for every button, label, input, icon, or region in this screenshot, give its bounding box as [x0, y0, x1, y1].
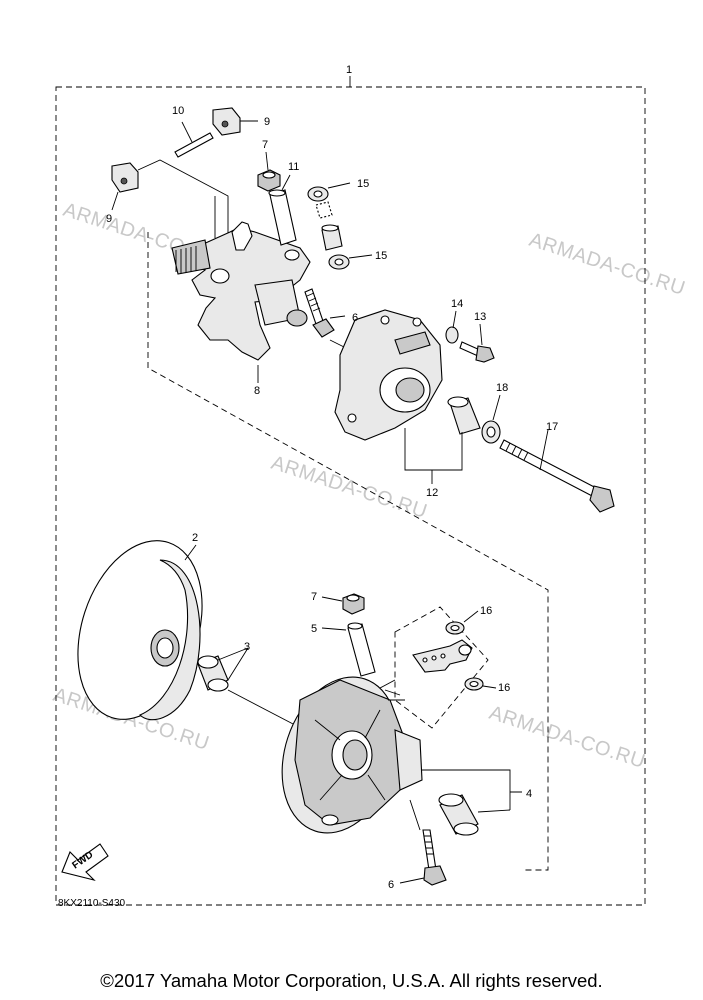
callout-18: 18	[496, 382, 508, 394]
callout-4: 4	[526, 788, 532, 800]
callout-6-upper: 6	[352, 312, 358, 324]
callout-16-upper: 16	[480, 605, 492, 617]
callout-17: 17	[546, 421, 558, 433]
part-movable-sheave	[281, 676, 522, 834]
callout-13: 13	[474, 311, 486, 323]
part-pin	[174, 121, 214, 158]
callout-14: 14	[451, 298, 463, 310]
part-bushing-3	[197, 647, 296, 726]
primary-group-boundary	[147, 232, 549, 871]
fwd-arrow-icon: FWD	[61, 843, 109, 882]
part-washer-18	[481, 394, 501, 444]
callout-8: 8	[254, 385, 260, 397]
part-washer-16-bottom	[464, 677, 497, 691]
part-bushing-4	[438, 793, 511, 836]
callout-11: 11	[288, 161, 299, 173]
callout-9-upper: 9	[264, 116, 270, 128]
part-collar-lower	[321, 622, 376, 677]
part-nut-upper	[257, 151, 281, 192]
part-fixed-sheave	[77, 540, 203, 721]
callout-7-lower: 7	[311, 591, 317, 603]
part-washer-16-top	[445, 610, 479, 635]
callout-7-upper: 7	[262, 139, 268, 151]
part-pad-lower	[111, 162, 139, 211]
part-washer-15-bottom	[328, 254, 373, 270]
callout-3: 3	[244, 641, 250, 653]
part-bushings	[315, 201, 343, 251]
callout-1: 1	[346, 64, 352, 76]
callout-12: 12	[426, 487, 438, 499]
weight-group-boundary	[394, 606, 489, 729]
part-washer-15-top	[307, 182, 351, 202]
part-pad-upper	[212, 107, 258, 136]
part-bolt-upper	[304, 288, 346, 338]
copyright-notice: ©2017 Yamaha Motor Corporation, U.S.A. A…	[100, 970, 603, 991]
watermark-3: ARMADA-CO.RU	[268, 452, 430, 523]
part-weight-arm	[412, 639, 473, 673]
part-bushing-12	[447, 396, 481, 435]
part-nut-lower	[321, 593, 365, 615]
diagram-code: 8KX2110-S430	[58, 898, 126, 909]
sheave-guide-line	[409, 799, 421, 831]
callout-15-lower: 15	[375, 250, 387, 262]
part-bolt-lower	[399, 829, 447, 886]
bracket-12	[404, 428, 463, 484]
part-spider	[171, 221, 311, 383]
watermark-5: ARMADA-CO.RU	[486, 702, 648, 773]
assembly-boundary	[55, 86, 646, 906]
part-cover	[334, 309, 443, 441]
callout-15-upper: 15	[357, 178, 369, 190]
callout-6-lower: 6	[388, 879, 394, 891]
callout-16-lower: 16	[498, 682, 510, 694]
callout-9-lower: 9	[106, 213, 112, 225]
part-collar-upper	[268, 174, 297, 246]
part-washer-14	[445, 310, 459, 344]
callout-5: 5	[311, 623, 317, 635]
watermark-2: ARMADA-CO.RU	[526, 229, 688, 300]
part-long-bolt	[499, 429, 615, 513]
callout-2: 2	[192, 532, 198, 544]
part-bolt-13	[459, 323, 495, 363]
callout-10: 10	[172, 105, 184, 117]
callout-labels: 1 2 3 4 5 6 6 7 7 8 9 9 10 11 12 13 14 1…	[106, 64, 558, 891]
